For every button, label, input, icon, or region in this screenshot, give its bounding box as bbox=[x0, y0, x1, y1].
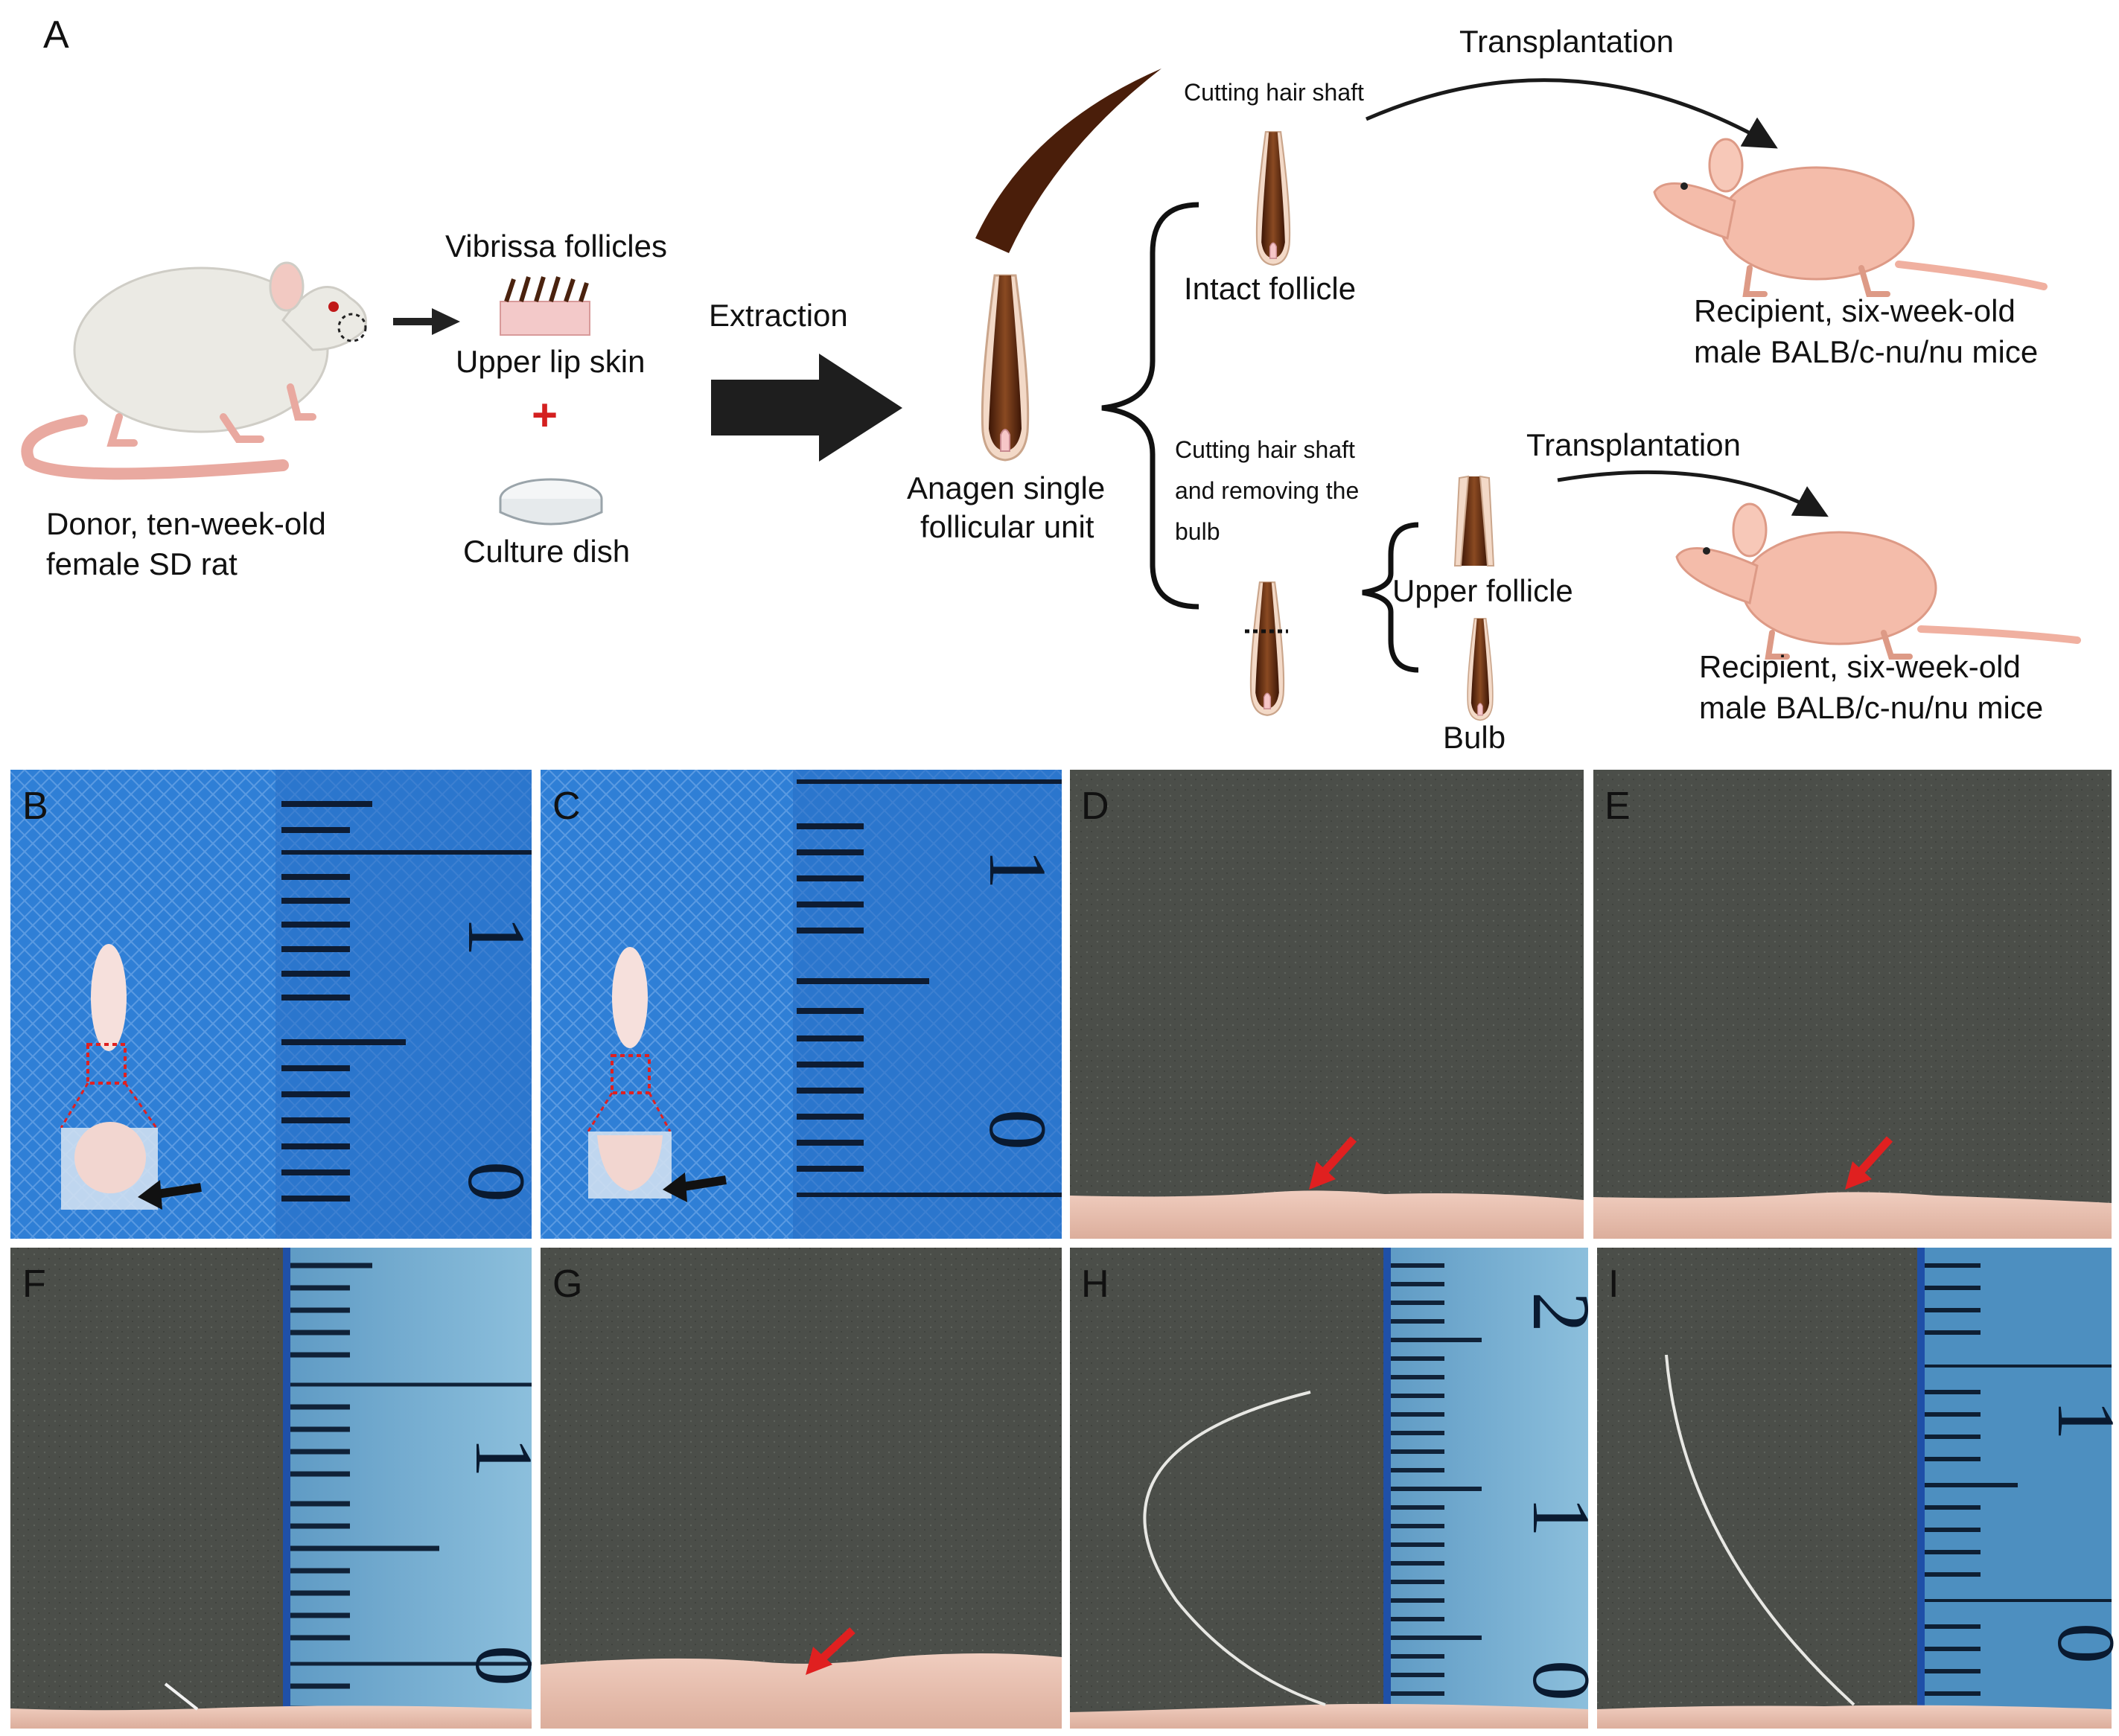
panel-letter-e: E bbox=[1605, 785, 1631, 828]
cutting-bulb-line2: and removing the bbox=[1175, 477, 1359, 504]
cut-follicle-icon bbox=[1245, 581, 1288, 716]
nude-mouse-illustration-2 bbox=[1675, 502, 2081, 660]
recipient-2-line1: Recipient, six-week-old bbox=[1699, 649, 2021, 684]
intact-follicle-icon bbox=[1255, 131, 1291, 266]
upper-follicle-icon bbox=[1453, 475, 1495, 567]
red-arrow-g bbox=[806, 1627, 855, 1675]
cutting-bulb-line1: Cutting hair shaft bbox=[1175, 436, 1355, 463]
donor-label-line2: female SD rat bbox=[46, 546, 238, 581]
ruler-num-f-1: 1 bbox=[459, 1437, 549, 1478]
ruler-num-h-0: 0 bbox=[1516, 1660, 1607, 1701]
recipient-1-line1: Recipient, six-week-old bbox=[1694, 293, 2016, 328]
extraction-arrow bbox=[711, 354, 902, 462]
black-arrow-b bbox=[138, 1180, 202, 1210]
black-arrow-c bbox=[663, 1172, 727, 1202]
intact-follicle-label: Intact follicle bbox=[1184, 271, 1356, 306]
anagen-label-line1: Anagen single bbox=[907, 470, 1105, 505]
red-arrow-e bbox=[1845, 1136, 1893, 1190]
ruler-num-b-0: 0 bbox=[451, 1161, 542, 1202]
ruler-ticks-c bbox=[797, 779, 1062, 1197]
main-brace bbox=[1101, 202, 1199, 610]
panel-i: 1 0 I bbox=[1597, 1248, 2119, 1729]
ruler-f bbox=[283, 1248, 532, 1729]
ruler-b bbox=[275, 770, 532, 1239]
sub-brace bbox=[1362, 522, 1419, 673]
panel-h: 2 1 0 H bbox=[1070, 1248, 1607, 1729]
cutting-shaft-label: Cutting hair shaft bbox=[1184, 79, 1364, 106]
upper-lip-skin-icon bbox=[500, 276, 590, 336]
culture-dish-label: Culture dish bbox=[463, 534, 630, 569]
panel-letter-h: H bbox=[1081, 1263, 1109, 1306]
transplantation-arrow-1 bbox=[1366, 78, 1778, 149]
skin-edge-i bbox=[1597, 1705, 2112, 1729]
follicle-specimen-c bbox=[587, 947, 672, 1199]
upper-lip-label: Upper lip skin bbox=[456, 344, 645, 379]
anagen-follicle-icon bbox=[975, 68, 1162, 462]
panel-d: D bbox=[1070, 770, 1584, 1239]
ruler-num-h-2: 2 bbox=[1516, 1292, 1607, 1333]
rat-illustration bbox=[21, 261, 367, 480]
upper-follicle-label: Upper follicle bbox=[1392, 573, 1573, 608]
panel-letter-b: B bbox=[22, 785, 48, 828]
panel-e: E bbox=[1593, 770, 2112, 1239]
ruler-num-i-1: 1 bbox=[2041, 1400, 2119, 1440]
ruler-c bbox=[793, 770, 1062, 1239]
skin-edge-g bbox=[541, 1653, 1062, 1729]
hair-f bbox=[164, 1682, 199, 1711]
ruler-num-c-0: 0 bbox=[972, 1109, 1063, 1150]
ruler-num-f-0: 0 bbox=[459, 1645, 549, 1686]
extraction-label: Extraction bbox=[709, 298, 848, 333]
transplantation-arrow-2 bbox=[1557, 470, 1829, 517]
panel-letter-g: G bbox=[552, 1263, 582, 1306]
red-arrow-d bbox=[1309, 1136, 1357, 1190]
skin-edge-f bbox=[10, 1705, 532, 1729]
panel-letter-d: D bbox=[1081, 785, 1109, 828]
cutting-bulb-line3: bulb bbox=[1175, 518, 1220, 545]
ruler-ticks-b bbox=[281, 801, 532, 1202]
vibrissa-label: Vibrissa follicles bbox=[445, 229, 667, 264]
panel-letter-a: A bbox=[43, 13, 69, 57]
skin-edge-h bbox=[1070, 1703, 1588, 1729]
nude-mouse-illustration-1 bbox=[1653, 138, 2048, 297]
donor-label-line1: Donor, ten-week-old bbox=[46, 506, 326, 541]
ruler-num-c-1: 1 bbox=[972, 849, 1063, 890]
culture-dish-icon bbox=[499, 478, 603, 526]
hair-i bbox=[1665, 1354, 1855, 1706]
ruler-ticks-i bbox=[1925, 1263, 2112, 1696]
anagen-label-line2: follicular unit bbox=[920, 509, 1094, 544]
plus-sign: + bbox=[532, 390, 558, 440]
ruler-ticks-h bbox=[1391, 1263, 1482, 1696]
recipient-1-line2: male BALB/c-nu/nu mice bbox=[1694, 334, 2038, 369]
panel-g: G bbox=[541, 1248, 1062, 1729]
hair-h bbox=[1143, 1391, 1326, 1706]
panel-letter-c: C bbox=[552, 785, 581, 828]
panel-a: A Donor, ten-week-old female SD rat Vibr… bbox=[21, 13, 2081, 755]
ruler-num-h-1: 1 bbox=[1516, 1496, 1607, 1537]
transplantation-label-2: Transplantation bbox=[1526, 427, 1741, 462]
ruler-num-i-0: 0 bbox=[2041, 1623, 2119, 1664]
skin-edge-d bbox=[1070, 1190, 1584, 1239]
panel-c: 1 0 C bbox=[541, 770, 1063, 1239]
skin-edge-e bbox=[1593, 1192, 2112, 1239]
panel-letter-f: F bbox=[22, 1263, 46, 1306]
follicle-specimen-b bbox=[60, 944, 158, 1210]
recipient-2-line2: male BALB/c-nu/nu mice bbox=[1699, 690, 2043, 725]
rat-to-skin-arrow bbox=[393, 308, 460, 335]
bulb-icon bbox=[1467, 618, 1494, 721]
panel-f: 1 0 F bbox=[10, 1248, 549, 1729]
panel-b: 1 0 B bbox=[10, 770, 542, 1239]
ruler-num-b-1: 1 bbox=[451, 916, 542, 957]
transplantation-label-1: Transplantation bbox=[1459, 24, 1674, 59]
panel-letter-i: I bbox=[1608, 1263, 1619, 1306]
bulb-label: Bulb bbox=[1443, 720, 1505, 755]
